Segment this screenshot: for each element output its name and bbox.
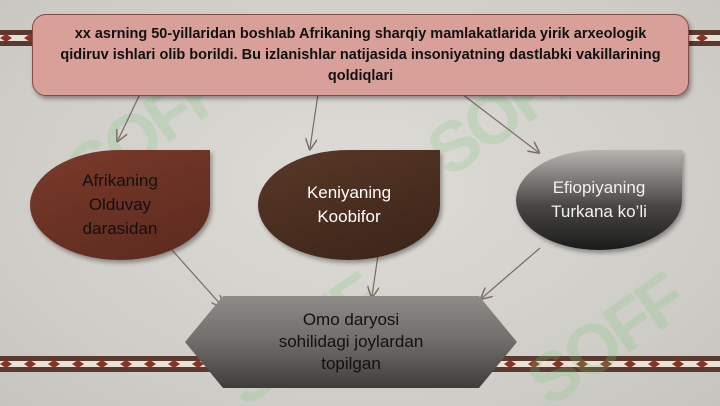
site-node-olduvay: Afrikaning Olduvay darasidan bbox=[30, 150, 210, 260]
arrow-site2-to-bottom bbox=[372, 254, 378, 296]
result-hexagon: Omo daryosi sohilidagi joylardan topilga… bbox=[185, 296, 517, 388]
arrow-site3-to-bottom bbox=[482, 247, 541, 298]
hexagon-shape bbox=[185, 296, 517, 388]
site-node-turkana: Efiopiyaning Turkana ko’li bbox=[516, 150, 682, 250]
arrow-top-to-site3 bbox=[461, 93, 538, 152]
result-text: Omo daryosi sohilidagi joylardan topilga… bbox=[278, 310, 424, 373]
statement-box: xx asrning 50-yillaridan boshlab Afrikan… bbox=[32, 14, 689, 96]
arrow-top-to-site1 bbox=[118, 93, 141, 140]
site-label: Afrikaning Olduvay darasidan bbox=[82, 171, 158, 238]
statement-text: xx asrning 50-yillaridan boshlab Afrikan… bbox=[60, 25, 661, 84]
site-label: Efiopiyaning Turkana ko’li bbox=[551, 178, 647, 221]
site-node-koobifor: Keniyaning Koobifor bbox=[258, 150, 440, 260]
site-label: Keniyaning Koobifor bbox=[306, 183, 392, 226]
arrow-site1-to-bottom bbox=[171, 249, 222, 306]
arrow-top-to-site2 bbox=[310, 93, 319, 148]
